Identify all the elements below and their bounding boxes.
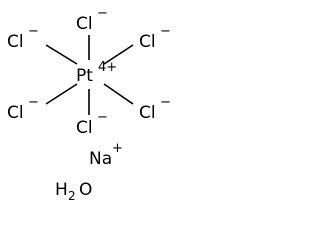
ligand-symbol: Cl <box>7 103 24 123</box>
ligand-lower-right: Cl − <box>139 95 171 123</box>
chemical-structure: Pt 4+ Cl − Cl − Cl − Cl − Cl − Cl − Na +… <box>7 6 171 202</box>
ligand-charge: − <box>160 24 171 39</box>
ligand-bottom: Cl − <box>76 110 108 138</box>
ligand-charge: − <box>28 24 39 39</box>
water-hydrogen: H <box>55 180 68 200</box>
ligand-symbol: Cl <box>76 118 93 138</box>
bond-upper-right <box>103 44 134 65</box>
bond-lower-right <box>103 83 134 105</box>
center-atom-charge: 4+ <box>98 60 117 75</box>
water-molecule: H 2 O <box>55 180 92 202</box>
bonds <box>45 35 134 115</box>
ligand-charge: − <box>160 95 171 110</box>
ligand-upper-right: Cl − <box>139 24 171 52</box>
water-oxygen: O <box>79 180 92 200</box>
water-hydrogen-count: 2 <box>68 189 76 202</box>
bond-lower-left <box>45 83 78 105</box>
counter-ion: Na + <box>89 141 123 169</box>
ligand-charge: − <box>28 95 39 110</box>
counter-ion-charge: + <box>112 141 123 156</box>
ligand-upper-left: Cl − <box>7 24 39 52</box>
ligand-charge: − <box>97 6 108 21</box>
ligand-top: Cl − <box>76 6 108 34</box>
ligand-symbol: Cl <box>139 103 156 123</box>
center-atom: Pt 4+ <box>76 60 117 86</box>
ligand-symbol: Cl <box>139 32 156 52</box>
center-atom-symbol: Pt <box>76 66 93 86</box>
ligand-charge: − <box>97 110 108 125</box>
ligand-symbol: Cl <box>7 32 24 52</box>
ligand-symbol: Cl <box>76 14 93 34</box>
ligand-lower-left: Cl − <box>7 95 39 123</box>
bond-upper-left <box>45 44 78 65</box>
counter-ion-symbol: Na <box>89 149 112 169</box>
